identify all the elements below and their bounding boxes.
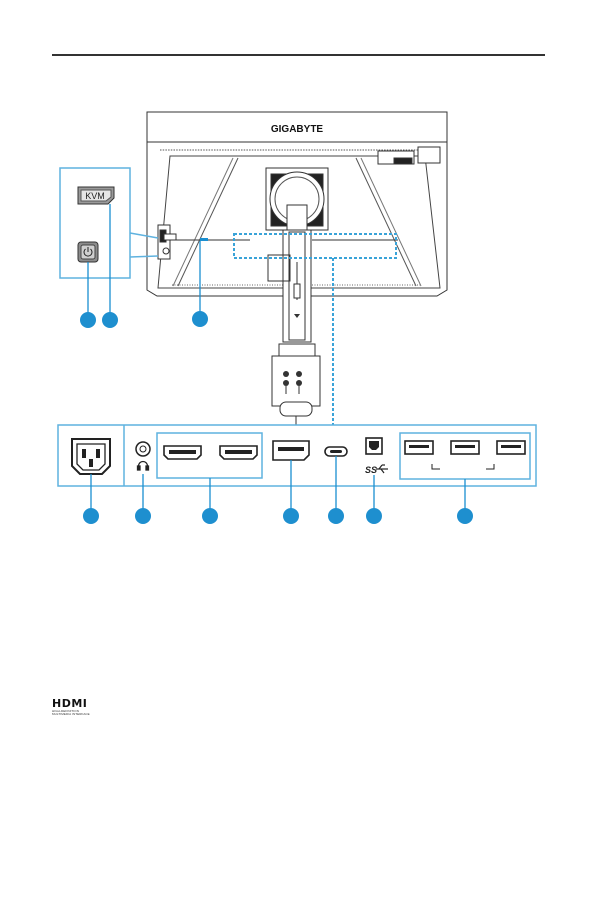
usb-c-port [325, 447, 347, 456]
usb-a-port-2 [451, 441, 479, 454]
callout-marker [135, 508, 151, 524]
inset-leader-bottom [130, 256, 158, 257]
callout-marker [366, 508, 382, 524]
svg-text:KVM: KVM [85, 191, 105, 201]
hdmi-port-1 [164, 446, 201, 459]
hdmi-logo: HDMI HIGH-DEFINITION MULTIMEDIA INTERFAC… [52, 698, 98, 714]
power-icon [78, 242, 98, 262]
callout-marker [457, 508, 473, 524]
callout-marker [192, 311, 208, 327]
usb-a-port-1 [405, 441, 433, 454]
usb-a-port-3 [497, 441, 525, 454]
headphone-jack [136, 442, 150, 456]
brand-logo: GIGABYTE [271, 124, 324, 135]
ac-power-inlet-icon [72, 439, 110, 474]
kvm-button-icon: KVM [78, 187, 114, 204]
callout-marker [80, 312, 96, 328]
hdmi-logo-word: HDMI [52, 698, 98, 709]
callout-marker [83, 508, 99, 524]
svg-text:SS: SS [365, 465, 377, 475]
hdmi-port-2 [220, 446, 257, 459]
callout-marker [202, 508, 218, 524]
callout-marker [328, 508, 344, 524]
usb-b-port [366, 438, 382, 454]
displayport-port [273, 441, 309, 460]
callout-marker [102, 312, 118, 328]
callout-marker [283, 508, 299, 524]
port-callouts [83, 508, 473, 524]
hdmi-logo-tagline: HIGH-DEFINITION MULTIMEDIA INTERFACE [52, 710, 98, 716]
upper-callouts [80, 311, 208, 328]
